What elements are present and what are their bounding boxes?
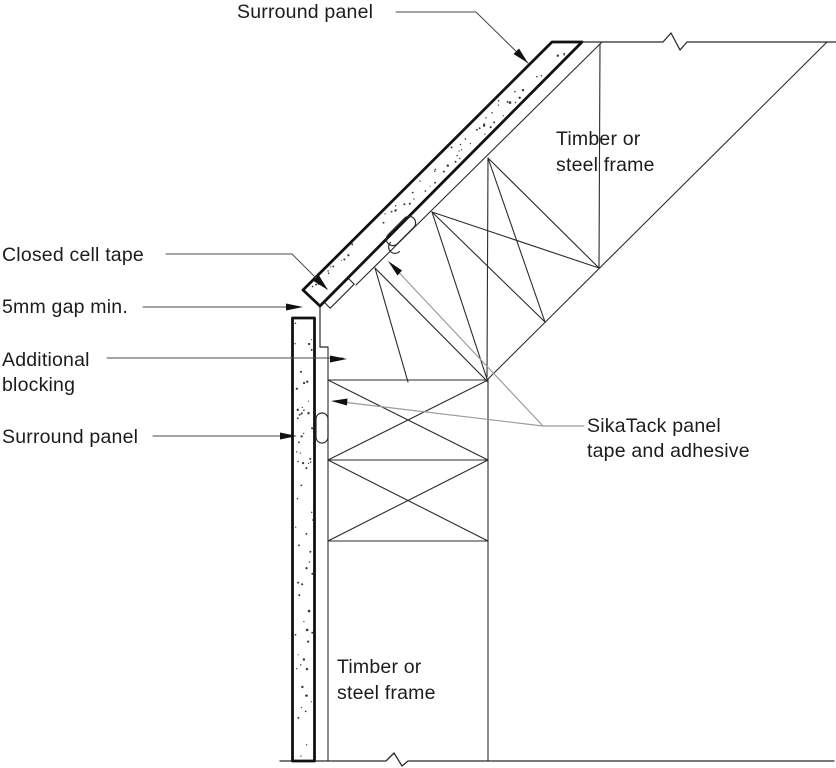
arrowhead-gap-min — [286, 303, 303, 311]
leader-surround-panel-top — [395, 11, 529, 64]
label-surround-panel-left: Surround panel — [2, 426, 139, 448]
leader-lines — [106, 11, 529, 437]
top-boundary-line — [581, 32, 836, 51]
label-sikatack-line2: tape and adhesive — [587, 440, 750, 462]
arrowhead-additional-blocking — [330, 355, 347, 363]
leader-arrowheads — [280, 48, 528, 440]
label-timber-frame-lower-line2: steel frame — [337, 682, 436, 704]
label-timber-frame-upper-line1: Timber or — [556, 128, 641, 150]
label-timber-frame-upper: Timber or steel frame — [556, 126, 655, 178]
label-gap-min: 5mm gap min. — [2, 296, 128, 318]
arrowhead-surround-panel-left — [280, 432, 297, 440]
arrowhead-sikatack-lower — [331, 398, 348, 406]
closed-cell-tape-strip — [323, 277, 355, 309]
sloped-panel-stipple — [311, 52, 566, 288]
label-additional-blocking-line2: blocking — [2, 374, 76, 396]
junction-channel — [319, 306, 329, 348]
label-timber-frame-upper-line2: steel frame — [556, 154, 655, 176]
vertical-panel-stipple — [294, 322, 314, 757]
sloped-surround-panel — [301, 40, 584, 308]
label-sikatack: SikaTack panel tape and adhesive — [587, 414, 750, 464]
vertical-frame — [327, 346, 489, 762]
label-sikatack-line1: SikaTack panel — [587, 415, 721, 437]
label-timber-frame-lower-line1: Timber or — [337, 656, 422, 678]
bottom-boundary-line — [279, 752, 835, 767]
leader-closed-cell-tape — [165, 253, 328, 290]
leader-lines-sikatack — [333, 262, 585, 427]
arrowhead-surround-panel-top — [513, 48, 528, 63]
label-additional-blocking: Additional blocking — [2, 348, 90, 398]
arrowhead-closed-cell-tape — [313, 275, 328, 290]
adhesive-bead-sloped — [385, 215, 417, 254]
sloped-frame-lower-chord — [487, 41, 828, 380]
label-closed-cell-tape: Closed cell tape — [2, 244, 144, 266]
label-timber-frame-lower: Timber or steel frame — [337, 654, 436, 706]
vertical-surround-panel — [291, 316, 316, 763]
adhesive-bead-vertical — [315, 412, 329, 444]
label-surround-panel-top: Surround panel — [237, 1, 374, 23]
label-additional-blocking-line1: Additional — [2, 349, 90, 371]
sloped-frame-truss — [355, 41, 828, 383]
arrowhead-sikatack-upper — [388, 261, 402, 276]
